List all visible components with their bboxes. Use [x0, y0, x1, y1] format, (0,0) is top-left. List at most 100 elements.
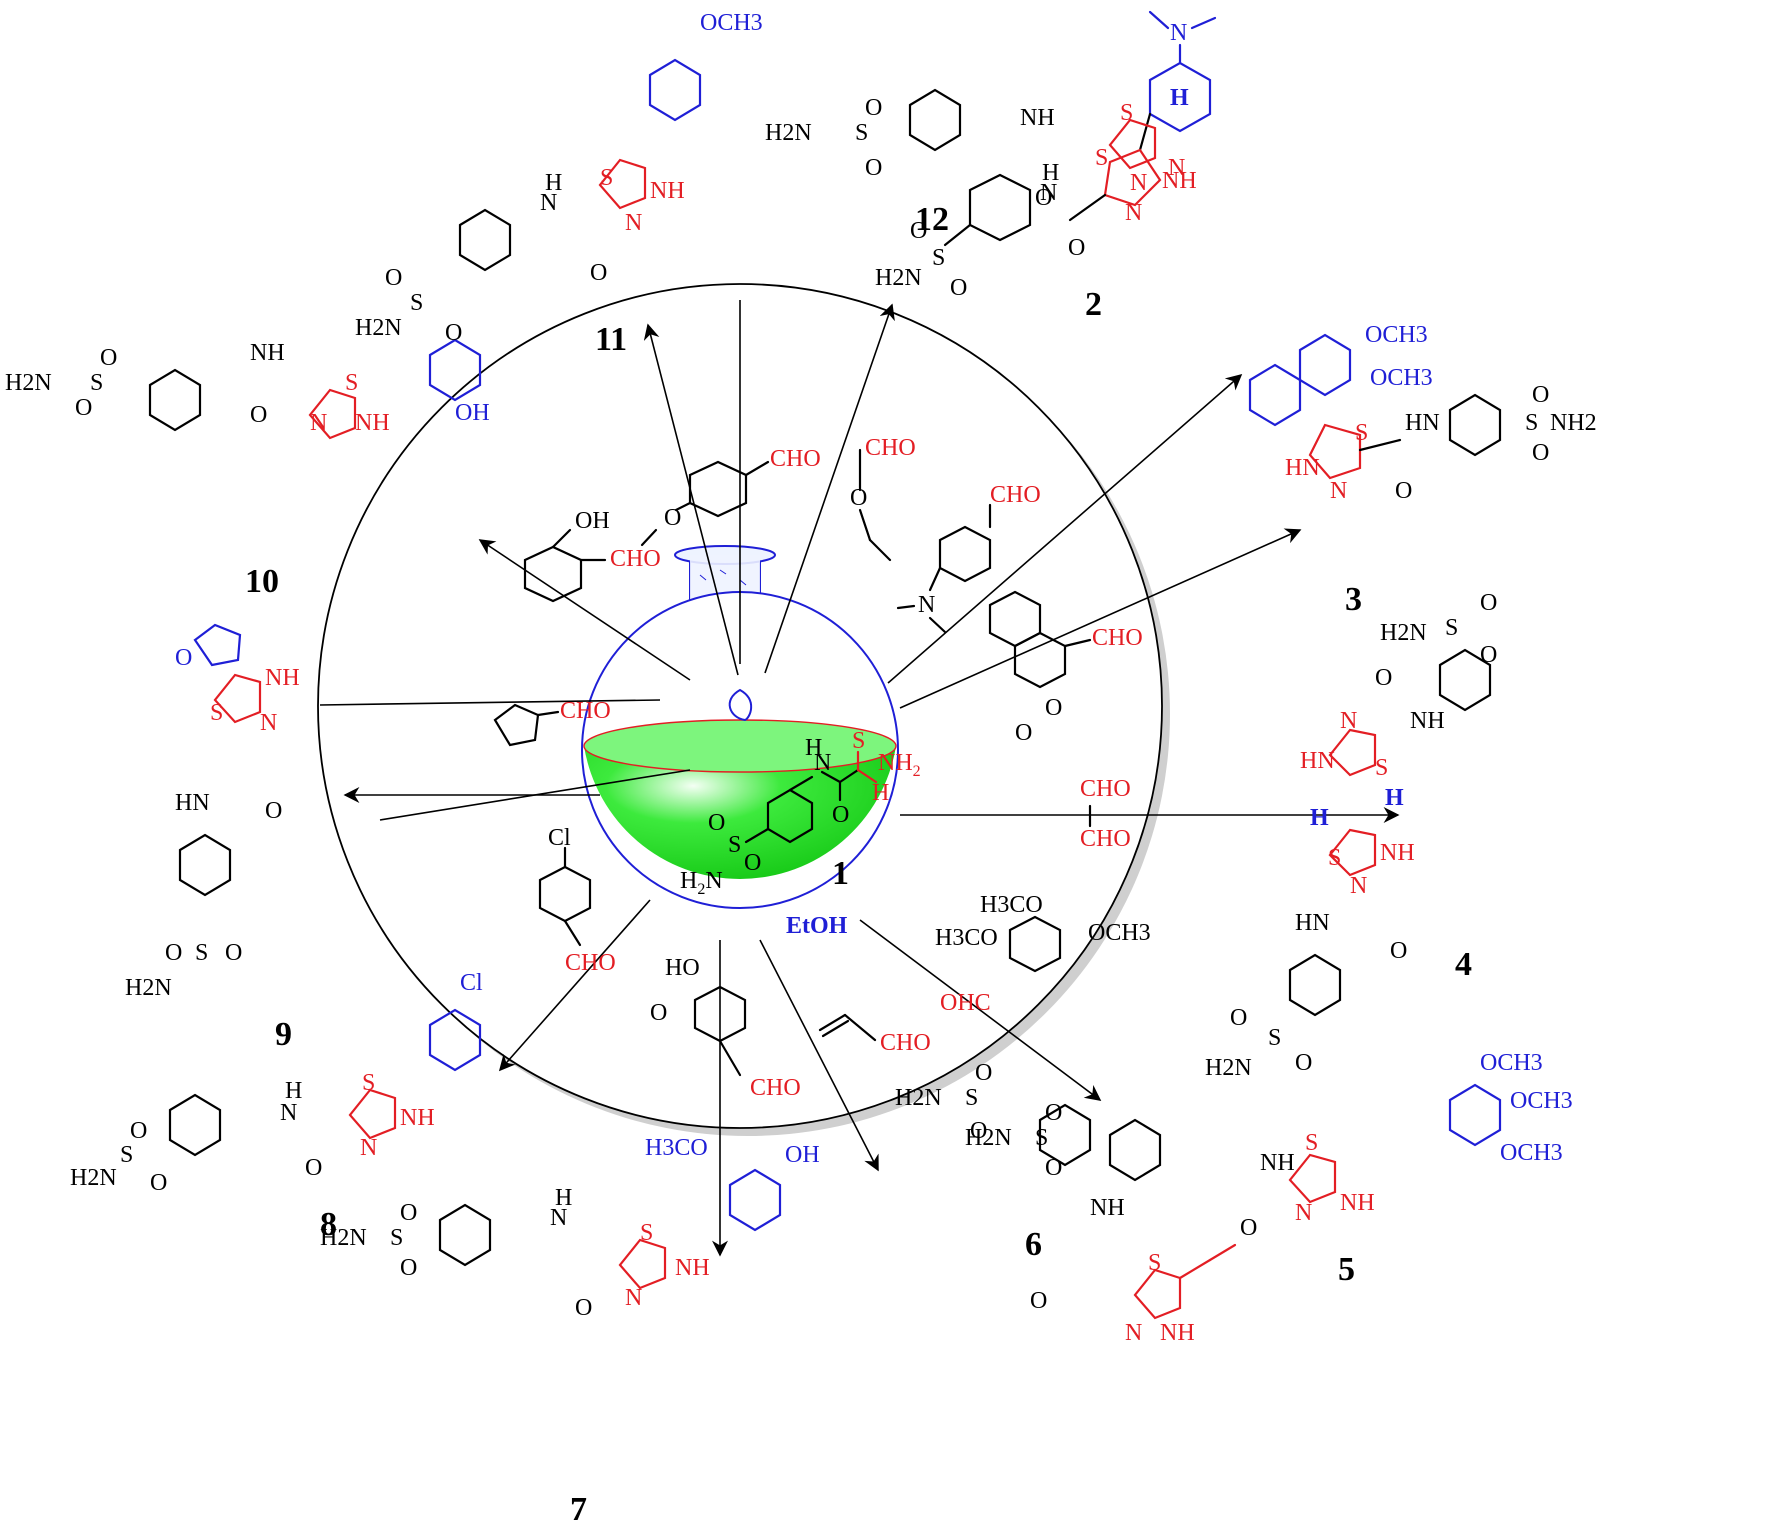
p11-ring-s: S — [600, 165, 613, 191]
p4-h1: H — [1385, 785, 1404, 811]
p4-top-o: O — [1375, 665, 1392, 691]
p10-oh: OH — [455, 400, 490, 426]
c1-nh-h: H — [872, 780, 889, 806]
ald-naph-o1: O — [1045, 695, 1062, 721]
p4-bot-o: O — [1390, 938, 1407, 964]
p4-ring1-n: N — [1340, 708, 1357, 734]
p3-ring-hn: HN — [1285, 455, 1320, 481]
compound-number-8: 8 — [320, 1206, 337, 1243]
p7-h3co: H3CO — [645, 1135, 708, 1161]
ald-vanillin-ho: HO — [665, 955, 700, 981]
p12-ring-s: S — [1120, 100, 1133, 126]
ald-tri-h3co2: H3CO — [935, 925, 998, 951]
p2-nme2: N — [1170, 20, 1187, 46]
p7-ring-nh: NH — [675, 1255, 710, 1281]
p11-so2-s: S — [410, 290, 423, 316]
p4-ring1-s: S — [1375, 755, 1388, 781]
p7-ring-n: N — [625, 1285, 642, 1311]
p9-ring-n: N — [260, 710, 277, 736]
p8-cl: Cl — [460, 970, 483, 996]
p4-bot-s: S — [1268, 1025, 1281, 1051]
product-9: O NH N S HN O S O O H2N 9 — [125, 623, 300, 1053]
p3-nh2: NH2 — [1550, 410, 1597, 436]
p7-so2-o2: O — [400, 1255, 417, 1281]
p11-amide-h: H — [545, 170, 562, 196]
p4-top-h2n: H2N — [1380, 620, 1427, 646]
compound-number-2: 2 — [1085, 286, 1102, 323]
p12-ring-n1: N — [1168, 155, 1185, 181]
p3-ring-s: S — [1355, 420, 1368, 446]
p2-so2-o2: O — [950, 275, 967, 301]
product-8: Cl S NH N N H O S O O H2N 8 — [70, 970, 483, 1243]
ald-tri-ohc: OHC — [940, 990, 991, 1016]
p11-och3: OCH3 — [700, 10, 763, 36]
ald-chloro-cl: Cl — [548, 825, 571, 851]
p2-ring-n: N — [1125, 200, 1142, 226]
p4-ring2-s: S — [1328, 845, 1341, 871]
compound-number-6: 6 — [1025, 1226, 1042, 1263]
p9-co-o: O — [265, 798, 282, 824]
p10-so2-s: S — [90, 370, 103, 396]
p10-ring-s: S — [345, 370, 358, 396]
ald-naph-cho: CHO — [1092, 625, 1143, 651]
p5-och3-3: OCH3 — [1500, 1140, 1563, 1166]
p4-bot-o1: O — [1230, 1005, 1247, 1031]
p11-ring-n: N — [625, 210, 642, 236]
ald-naph-o2: O — [1015, 720, 1032, 746]
p5-ring-s: S — [1305, 1130, 1318, 1156]
c1-amide-h: H — [805, 735, 822, 761]
product-12: S N N H NH O S O O H2N 12 — [765, 85, 1189, 238]
ald-tri-och3: OCH3 — [1088, 920, 1151, 946]
p6-h2n: H2N — [895, 1085, 942, 1111]
p10-h2n: H2N — [5, 370, 52, 396]
ald-nme2-n: N — [918, 592, 935, 618]
compound-1: S NH2 H N H O S O O H2N 1 EtOH — [680, 728, 921, 939]
ald-acrolein-cho: CHO — [880, 1030, 931, 1056]
ald-cho-1: CHO — [770, 446, 821, 472]
ald-ome-o: O — [664, 505, 681, 531]
ald-cho-2: CHO — [865, 435, 916, 461]
compound-number-11: 11 — [595, 321, 627, 358]
ald-chloro-cho: CHO — [565, 950, 616, 976]
p5-ring-nh: NH — [1340, 1190, 1375, 1216]
compound-number-9: 9 — [275, 1016, 292, 1053]
p5-amide-nh: NH — [1260, 1150, 1295, 1176]
flask-liquid-surface — [583, 719, 897, 773]
p11-amide-n: N — [540, 190, 557, 216]
p9-amide-hn: HN — [175, 790, 210, 816]
p10-so2-o1: O — [100, 345, 117, 371]
ald-cho-3: CHO — [990, 482, 1041, 508]
p8-co-o: O — [305, 1155, 322, 1181]
p9-so2-o1: O — [165, 940, 182, 966]
p2-amide-nh: N — [1040, 180, 1057, 206]
p6-so2-o1: O — [975, 1060, 992, 1086]
p10-so2-o2: O — [75, 395, 92, 421]
p4-top-s: S — [1445, 615, 1458, 641]
c1-carbonyl-o: O — [832, 802, 849, 828]
p4-ring1-hn: HN — [1300, 748, 1335, 774]
p6-so2-o2: O — [970, 1118, 987, 1144]
p9-h2n: H2N — [125, 975, 172, 1001]
compound-number-5: 5 — [1338, 1251, 1355, 1288]
p2-amide-h: H — [1042, 160, 1059, 186]
compound-number-7: 7 — [570, 1491, 587, 1528]
p6-amide-nh: NH — [1090, 1195, 1125, 1221]
p8-so2-o1: O — [130, 1118, 147, 1144]
p7-amide-h: H — [555, 1185, 572, 1211]
reaction-flask — [581, 545, 899, 909]
p6-co-o: O — [1030, 1288, 1047, 1314]
p7-so2-o1: O — [400, 1200, 417, 1226]
p12-ring-n2: N — [1130, 170, 1147, 196]
ald-glyoxal-cho1: CHO — [1080, 776, 1131, 802]
p4-ring2-n: N — [1350, 873, 1367, 899]
c1-sulfonyl-s: S — [728, 832, 741, 858]
p4-ring2-nh: NH — [1380, 840, 1415, 866]
c1-thio-s: S — [852, 728, 865, 754]
p11-so2-o2: O — [445, 320, 462, 346]
p3-so2-o1: O — [1532, 382, 1549, 408]
product-11: OCH3 S NH N N H O S O O H2N 11 — [355, 10, 763, 358]
p8-ring-nh: NH — [400, 1105, 435, 1131]
p8-h2n: H2N — [70, 1165, 117, 1191]
stir-bar-icon — [728, 688, 753, 722]
c1-sulfonyl-o2: O — [744, 850, 761, 876]
